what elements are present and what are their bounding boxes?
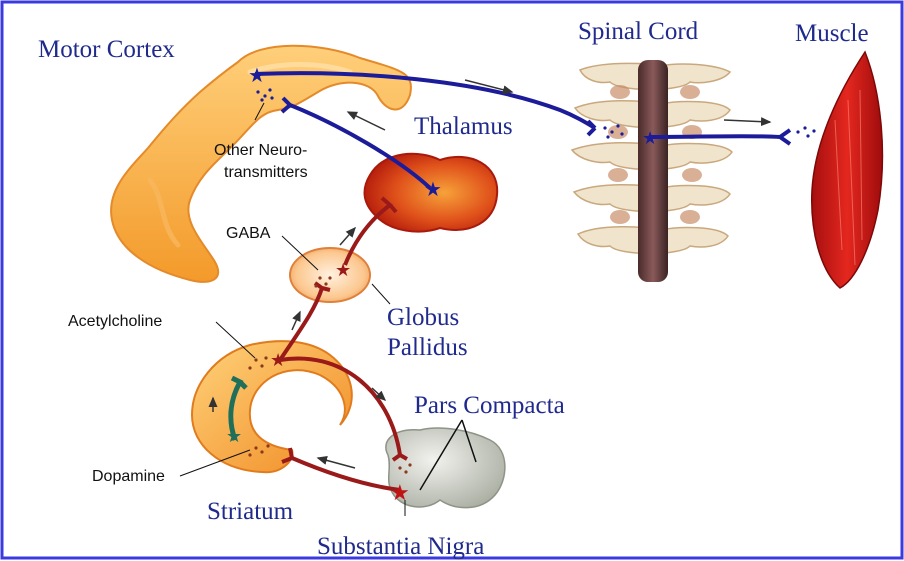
label-dopamine: Dopamine — [92, 468, 165, 486]
label-acetylcholine: Acetylcholine — [68, 313, 162, 331]
svg-text:★: ★ — [642, 128, 658, 149]
label-pallidus: Pallidus — [387, 334, 468, 362]
svg-text:★: ★ — [335, 260, 351, 281]
label-other-neurotransmitters-line2: transmitters — [224, 164, 308, 182]
label-spinal-cord: Spinal Cord — [578, 18, 698, 46]
svg-text:★: ★ — [248, 63, 266, 87]
label-thalamus: Thalamus — [414, 113, 513, 141]
label-striatum: Striatum — [207, 498, 293, 526]
svg-text:★: ★ — [390, 481, 410, 506]
label-pars-compacta: Pars Compacta — [414, 392, 565, 420]
spinal-cord-shaft — [638, 60, 668, 282]
svg-text:★: ★ — [424, 177, 442, 201]
svg-text:★: ★ — [226, 426, 242, 447]
label-muscle: Muscle — [795, 20, 869, 48]
label-motor-cortex: Motor Cortex — [38, 36, 175, 64]
label-gaba: GABA — [226, 225, 270, 243]
label-other-neurotransmitters-line1: Other Neuro- — [214, 142, 307, 160]
svg-text:★: ★ — [270, 350, 286, 371]
label-substantia-nigra: Substantia Nigra — [317, 533, 484, 561]
globus-pallidus-shape — [290, 248, 370, 302]
label-globus: Globus — [387, 304, 459, 332]
